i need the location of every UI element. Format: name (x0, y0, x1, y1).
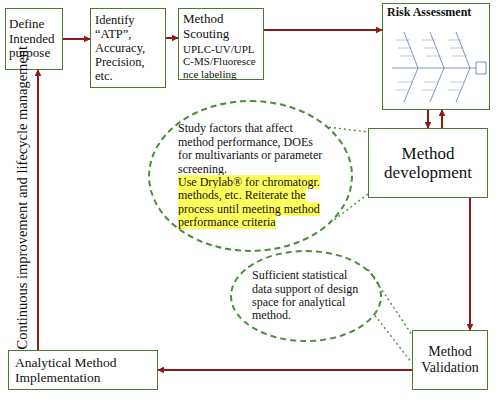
process-box: Method ScoutingUPLC-UV/UPLC-MS/Fluoresce… (178, 8, 264, 80)
node-text: Study factors that affect method perform… (178, 122, 323, 176)
callout-leader (368, 270, 412, 335)
process-box: Define Intended purpose (5, 8, 63, 70)
callout-leader (335, 194, 369, 220)
node-text: Define Intended purpose (9, 17, 59, 61)
node-text: Risk Assessment (387, 6, 485, 19)
callout-ellipse: Study factors that affect method perform… (148, 100, 353, 252)
node-text: Sufficient statistical data support of d… (252, 269, 360, 323)
node-text: Analytical Method Implementation (15, 355, 151, 385)
flow-arrow (427, 110, 429, 128)
callout-ellipse: Sufficient statistical data support of d… (230, 250, 382, 342)
node-text: Method development (375, 144, 481, 182)
flow-arrow (441, 110, 443, 128)
highlighted-note: Use Drylab® for chromatogr. methods, etc… (178, 175, 320, 229)
flow-arrow (63, 38, 90, 40)
flow-arrow (166, 37, 178, 39)
process-box: Analytical Method Implementation (8, 350, 158, 390)
side-label: Continuous improvement and lifecycle man… (14, 80, 31, 350)
process-box: Identify “ATP”, Accuracy, Precision, etc… (90, 8, 166, 88)
node-text: Method Validation (418, 344, 482, 375)
node-text: UPLC-UV/UPLC-MS/Fluorescence labeling (183, 43, 259, 80)
flow-arrow (158, 369, 412, 371)
process-box: Method development (368, 128, 488, 198)
fishbone-lines (392, 32, 486, 102)
flow-arrow (37, 70, 39, 350)
node-text: Method Scouting (183, 12, 259, 41)
flow-arrow (264, 29, 382, 31)
callout-leader (329, 127, 368, 132)
risk-assessment-box: Risk Assessment (382, 3, 490, 110)
flow-arrow (469, 198, 471, 330)
fishbone-detail (396, 40, 467, 90)
process-box: Method Validation (412, 330, 488, 390)
node-text: Identify “ATP”, Accuracy, Precision, etc… (95, 13, 161, 83)
highlight-wrap: Use Drylab® for chromatogr. methods, etc… (178, 176, 323, 230)
callout-leader (375, 315, 412, 363)
